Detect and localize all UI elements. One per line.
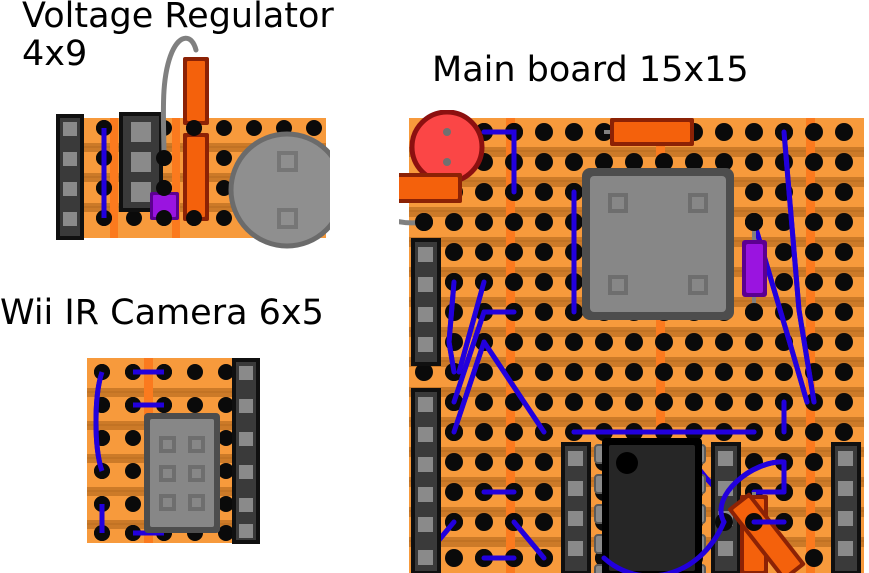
voltage-regulator-label: Voltage Regulator 4x9 xyxy=(22,0,334,74)
vr-left-header-strip[interactable] xyxy=(56,114,84,240)
vr-capacitor-round[interactable] xyxy=(228,131,330,249)
vr-purple-component[interactable] xyxy=(150,180,179,226)
mb-red-led[interactable] xyxy=(409,110,485,185)
mb-resistor-top[interactable] xyxy=(604,118,694,146)
voltage-regulator-board xyxy=(56,35,330,249)
vr-gray-lead-wire xyxy=(156,35,199,166)
wii-ir-camera-board xyxy=(87,358,260,544)
mb-dip-left-header[interactable] xyxy=(561,442,591,573)
cam-blue-wires-top xyxy=(93,369,164,536)
cam-camera-module[interactable] xyxy=(144,413,220,533)
cam-right-header-strip[interactable] xyxy=(232,358,260,544)
mb-right-header[interactable] xyxy=(831,442,861,573)
mb-resistor-offboard-left[interactable] xyxy=(399,173,462,231)
vr-blue-wire xyxy=(96,120,112,226)
mb-left-header-upper[interactable] xyxy=(411,238,441,366)
wii-ir-camera-label: Wii IR Camera 6x5 xyxy=(0,293,324,333)
mb-purple-component[interactable] xyxy=(742,213,767,321)
vr-resistor-main[interactable] xyxy=(183,120,209,226)
mb-left-header-lower[interactable] xyxy=(411,388,441,573)
mb-gray-module-ic[interactable] xyxy=(582,168,734,320)
main-board-label: Main board 15x15 xyxy=(432,50,749,90)
mb-dip-chip[interactable] xyxy=(594,438,706,573)
mb-lower-wire-overlay xyxy=(601,459,787,573)
main-board xyxy=(399,110,864,573)
vr-resistor-top[interactable] xyxy=(183,57,209,125)
